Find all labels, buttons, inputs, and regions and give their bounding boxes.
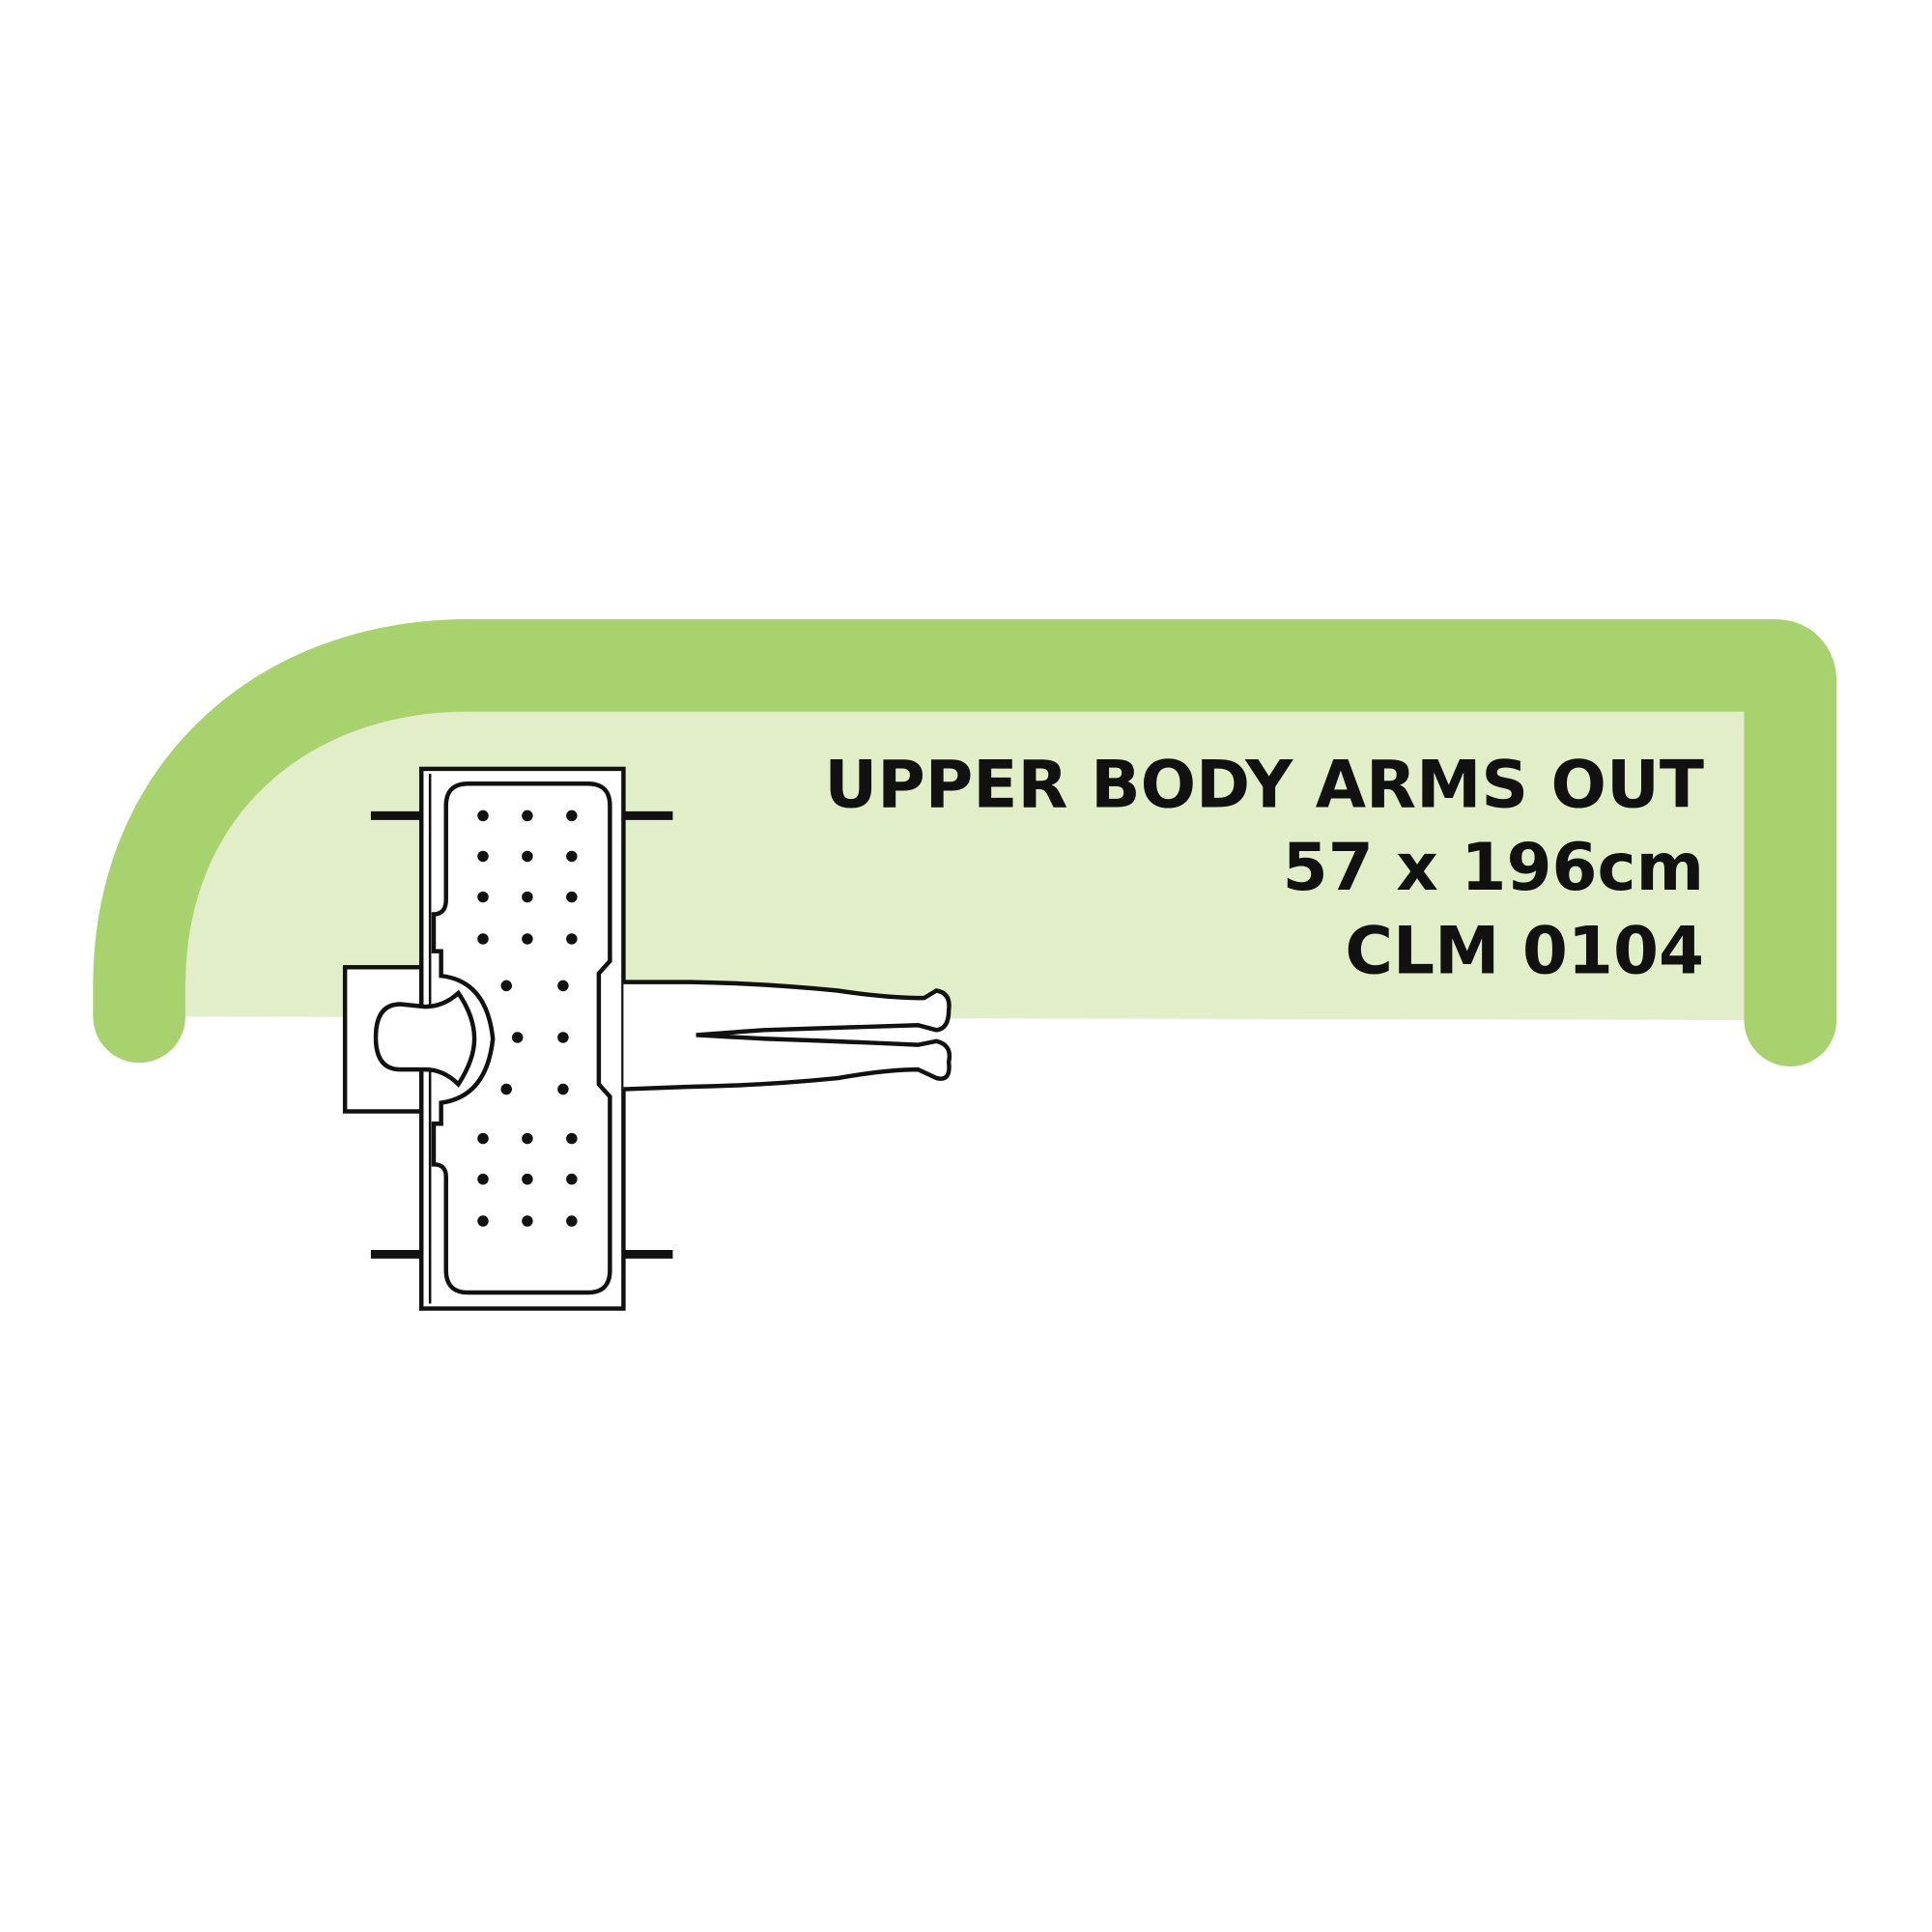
patient-head	[373, 989, 477, 1088]
green-band-stroke	[93, 618, 1837, 1066]
mattress-dots	[477, 810, 578, 1227]
operating-table-diagram	[342, 766, 952, 1311]
product-code: CLM 0104	[1345, 913, 1704, 989]
product-title: UPPER BODY ARMS OUT	[824, 746, 1704, 822]
patient-figure	[623, 980, 952, 1092]
product-dimensions: 57 x 196cm	[1283, 829, 1704, 905]
